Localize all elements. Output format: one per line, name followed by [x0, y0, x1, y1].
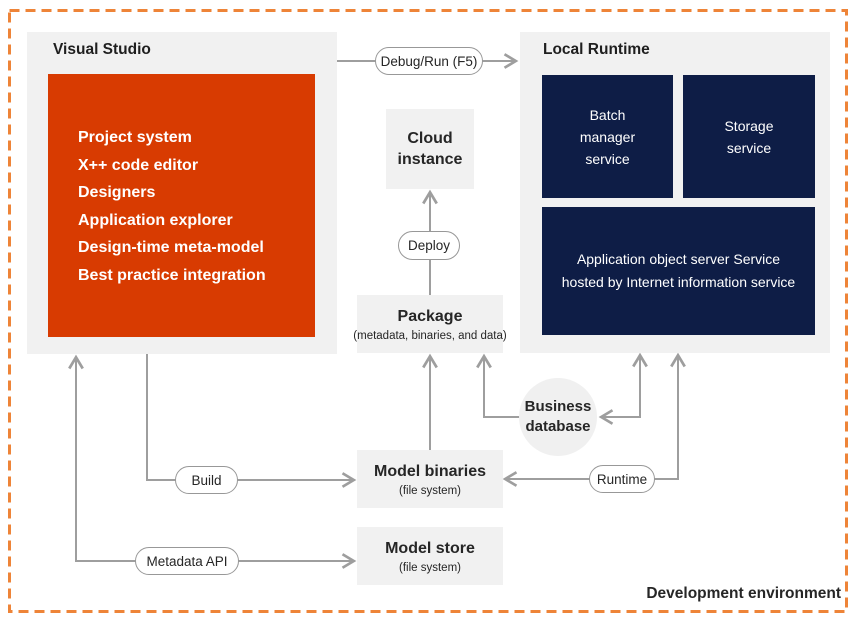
- model-binaries-subtitle: (file system): [399, 485, 461, 497]
- model-binaries-box: Model binaries (file system): [357, 450, 503, 508]
- feature-designers: Designers: [78, 184, 156, 201]
- package-subtitle: (metadata, binaries, and data): [353, 330, 507, 342]
- local-runtime-title: Local Runtime: [543, 41, 650, 58]
- runtime-pill: Runtime: [589, 465, 655, 493]
- feature-xpp-code-editor: X++ code editor: [78, 156, 199, 174]
- model-store-title: Model store: [385, 540, 475, 557]
- feature-project-system: Project system: [78, 129, 192, 146]
- visual-studio-title: Visual Studio: [53, 41, 151, 58]
- business-database-circle: Business database: [519, 378, 597, 456]
- model-store-subtitle: (file system): [399, 562, 461, 574]
- model-store-box: Model store (file system): [357, 527, 503, 585]
- visual-studio-panel: Visual Studio Project system X++ code ed…: [27, 32, 337, 354]
- arrow-build: [146, 353, 357, 488]
- application-object-server-box: Application object server Service hosted…: [542, 207, 815, 335]
- package-box: Package (metadata, binaries, and data): [353, 295, 507, 353]
- local-runtime-panel: Local Runtime Batch manager service Stor…: [520, 32, 830, 353]
- feature-list: Project system X++ code editor Designers…: [48, 74, 315, 289]
- batch-manager-service-box: Batch manager service: [542, 75, 673, 198]
- visual-studio-features-box: Project system X++ code editor Designers…: [48, 74, 315, 337]
- debug-run-pill: Debug/Run (F5): [375, 47, 483, 75]
- feature-design-time-meta-model: Design-time meta-model: [78, 239, 264, 256]
- build-pill: Build: [175, 466, 238, 494]
- package-title: Package: [397, 308, 463, 325]
- cloud-instance-label: Cloud instance: [397, 130, 463, 168]
- model-binaries-title: Model binaries: [373, 463, 487, 480]
- feature-application-explorer: Application explorer: [78, 211, 233, 229]
- deploy-pill: Deploy: [398, 231, 460, 260]
- development-environment-caption: Development environment: [646, 585, 841, 602]
- storage-service-box: Storage service: [683, 75, 815, 198]
- arrow-database-to-package: [476, 353, 520, 418]
- metadata-api-pill: Metadata API: [135, 547, 239, 575]
- cloud-instance-box: Cloud instance: [386, 109, 474, 189]
- feature-best-practice-integration: Best practice integration: [78, 266, 266, 284]
